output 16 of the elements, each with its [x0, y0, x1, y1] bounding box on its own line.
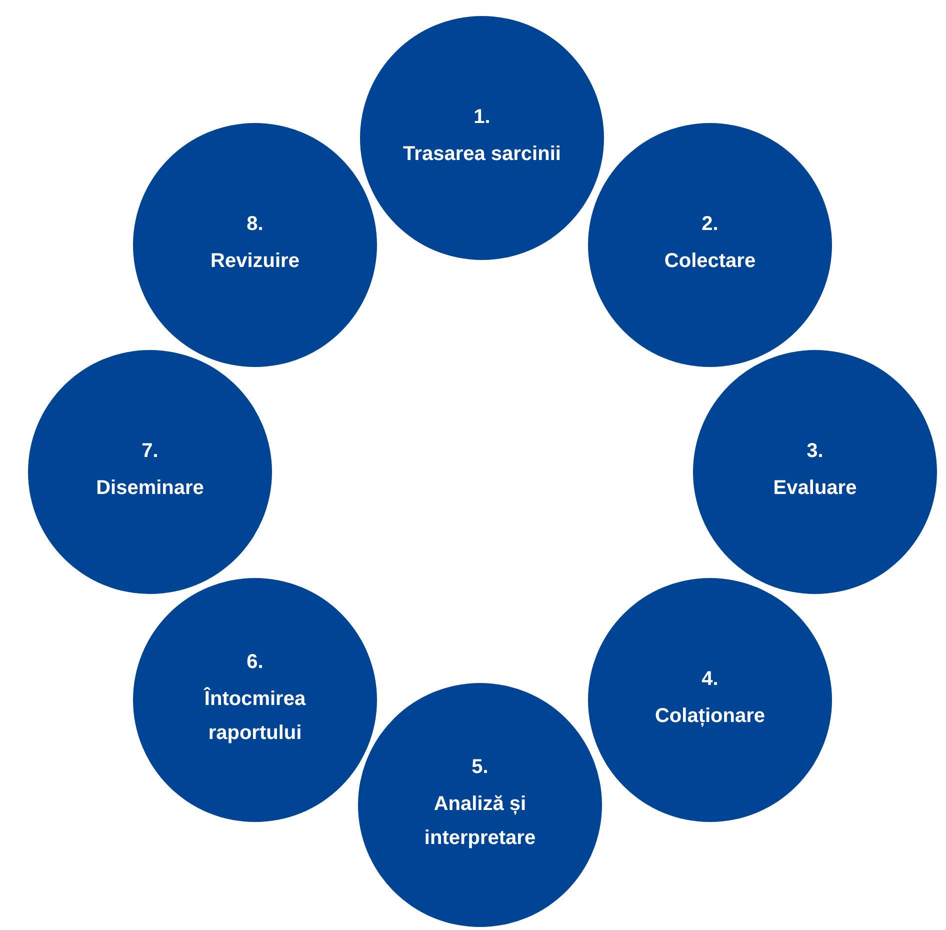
step-label: Analiză și interpretare — [423, 792, 537, 850]
step-number: 1. — [474, 106, 490, 128]
step-label: Diseminare — [96, 476, 204, 500]
step-number: 2. — [702, 212, 718, 236]
step-number: 3. — [806, 440, 824, 462]
step-label: Colaționare — [654, 704, 766, 729]
step-label: Evaluare — [773, 476, 857, 500]
step-number: 8. — [246, 212, 264, 236]
step-label: Trasarea sarcinii — [403, 142, 561, 166]
step-label: Întocmirea raportului — [202, 686, 307, 746]
step-number: 4. — [702, 668, 718, 690]
step-number: 5. — [472, 756, 488, 778]
step-number: 6. — [246, 650, 264, 674]
step-label: Revizuire — [210, 248, 300, 274]
step-number: 7. — [142, 440, 158, 462]
step-label: Colectare — [664, 248, 756, 274]
